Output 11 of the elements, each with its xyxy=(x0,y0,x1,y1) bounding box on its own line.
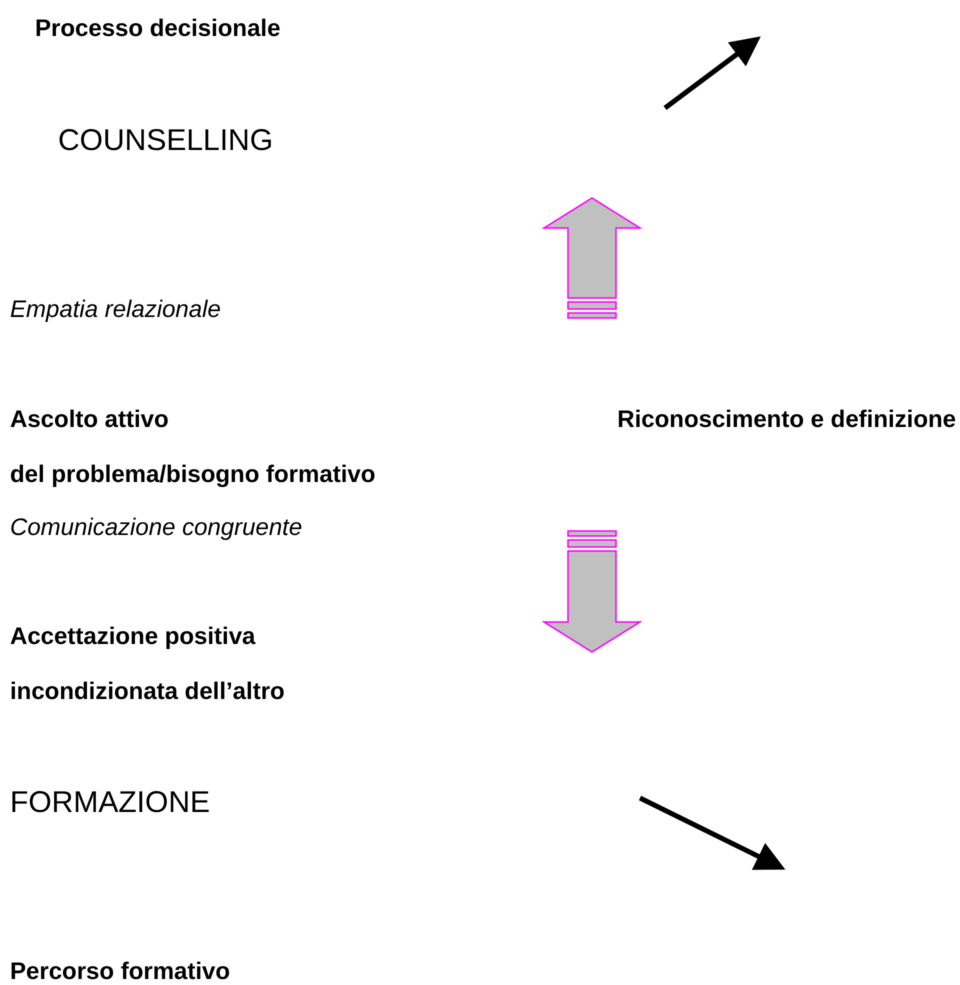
heading: COUNSELLING xyxy=(58,123,274,159)
text-label: Percorso formativo xyxy=(10,958,230,985)
text-label: incondizionata dell’altro xyxy=(10,678,285,706)
italic-note: Comunicazione congruente xyxy=(10,514,302,542)
text-label: Processo decisionale xyxy=(35,14,280,44)
italic-note: Empatia relazionale xyxy=(10,296,221,324)
text-label: Ascolto attivo xyxy=(10,406,169,434)
heading: FORMAZIONE xyxy=(10,785,210,821)
text-label: del problema/bisogno formativo xyxy=(10,460,376,490)
text-label: Accettazione positiva xyxy=(10,622,256,652)
text-label: Riconoscimento e definizione xyxy=(617,406,956,434)
